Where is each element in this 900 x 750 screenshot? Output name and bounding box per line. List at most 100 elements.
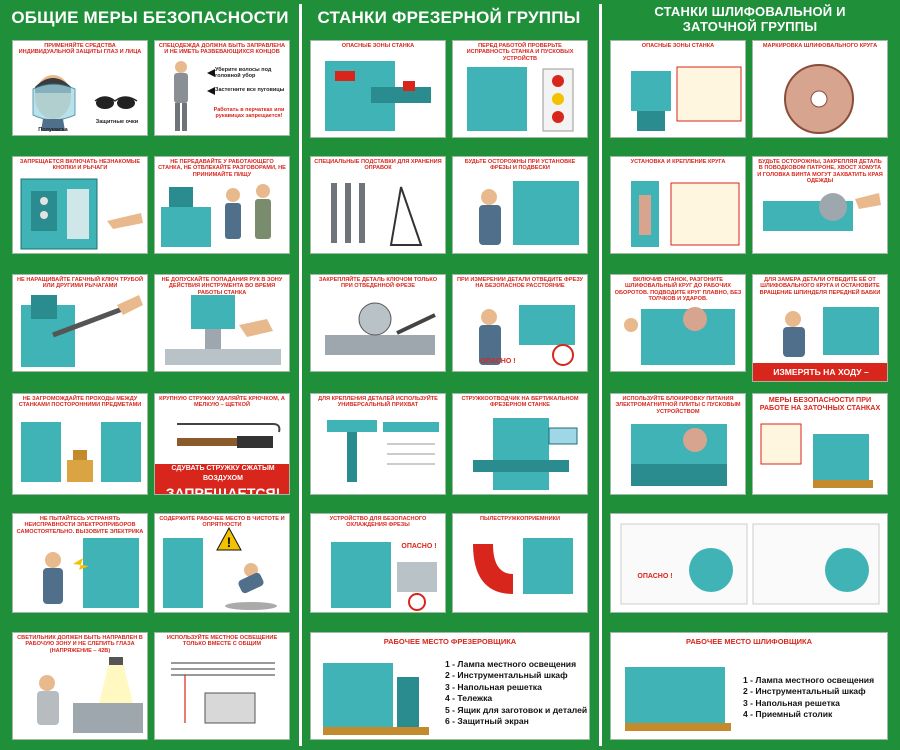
banner-line1: Сдувать стружку сжатым воздухом (171, 465, 275, 482)
label-goggles: Защитные очки (95, 119, 139, 125)
panel-milling-check-before-work: Перед работой проверьте исправность стан… (452, 40, 588, 138)
installing-cutter-illustration (479, 181, 579, 245)
panel-caption: Для крепления деталей используйте универ… (318, 396, 438, 409)
clamping-part-illustration (325, 302, 436, 355)
lathe-chuck-illustration (763, 193, 881, 231)
label-half-mask: Полумаска (38, 127, 68, 133)
panel-workwear: Спецодежда должна быть заправлена и не и… (154, 40, 290, 136)
note-buttons: Застегните все пуговицы (215, 87, 285, 93)
panel-hands-in-tool-zone: Не допускайте попадания рук в зону дейст… (154, 274, 290, 372)
legend-item: 1 - Лампа местного освещения (743, 675, 875, 685)
legend-item: 5 - Ящик для заготовок и деталей (445, 704, 588, 715)
panel-caption: Опасные зоны станка (641, 43, 715, 49)
panel-caption: Используйте местное освещение только вме… (166, 635, 278, 648)
title-milling-group: Станки фрезерной группы (317, 8, 581, 27)
tool-rest-gap-illustration (620, 523, 880, 605)
hook-and-brush-illustration (177, 423, 281, 448)
panel-install-cutter-carefully: Будьте осторожны при установке фрезы и п… (452, 156, 588, 254)
legend-item: 3 - Напольная решетка (743, 697, 840, 708)
cutter-hand-illustration (165, 295, 281, 365)
panel-caption: Будьте осторожны при установке фрезы и п… (464, 159, 576, 172)
banner-no-measuring-while-running: Измерять на ходу – опасно! (753, 363, 887, 381)
panel-local-lighting: Используйте местное освещение только вме… (154, 632, 290, 740)
cluttered-aisle-illustration (21, 422, 141, 482)
panel-caption: При измерении детали отведите фрезу на б… (457, 277, 583, 290)
panel-magnetic-plate-interlock: Используйте блокировку питания электрома… (610, 393, 746, 495)
panel-call-electrician: Не пытайтесь устранять неисправности эле… (12, 513, 148, 613)
title-grinding-group: Станки шлифовальной и заточной группы (606, 4, 894, 34)
panel-caption: Опасные зоны станка (341, 43, 415, 49)
grinding-wheel-illustration (784, 64, 854, 134)
panel-caption: Не передавайте у работающего станка, не … (158, 159, 286, 178)
panel-caption: Включив станок, разгоните шлифовальный к… (614, 277, 742, 303)
panel-grinding-workplace: Рабочее место шлифовщика 1 - Лампа местн… (610, 632, 888, 740)
electric-shock-illustration (43, 538, 139, 608)
panel-caption: Не наращивайте гаечный ключ трубой или д… (17, 277, 143, 290)
measuring-part-illustration (479, 305, 575, 366)
banner-line2: запрещается! (165, 485, 281, 495)
slipping-worker-illustration: ! (163, 526, 277, 610)
panel-sharpening-safety: Меры безопасности при работе на заточных… (752, 393, 888, 495)
panel-caption: Для замера детали отведите её от шлифова… (759, 277, 881, 296)
panel-caption: Устройство для безопасного охлаждения фр… (329, 516, 427, 529)
panel-driver-chuck-caution: Будьте осторожны, закрепляя деталь в пов… (752, 156, 888, 254)
measuring-at-grinder-illustration (783, 307, 879, 357)
arbor-stand-illustration (331, 183, 423, 246)
legend-item: 4 - Тележка (445, 693, 493, 704)
title-general-safety: Общие меры безопасности (11, 8, 289, 27)
wheel-mounting-illustration (631, 181, 740, 247)
panel-eye-protection: Применяйте средства индивидуальной защит… (12, 40, 148, 136)
panel-milling-workplace: Рабочее место фрезеровщика 1 - Лампа мес… (310, 632, 590, 740)
legend-item: 1 - Лампа местного освещения (445, 659, 577, 669)
panel-caption: Будьте осторожны, закрепляя деталь в пов… (757, 159, 883, 185)
lamp-worker-illustration (37, 657, 143, 733)
panel-caption: Закрепляйте деталь ключом только при отв… (318, 277, 438, 290)
panel-caption: Светильник должен быть направлен в рабоч… (17, 635, 143, 654)
milling-workplace-illustration (323, 663, 429, 735)
panel-safe-coolant-device: Устройство для безопасного охлаждения фр… (310, 513, 446, 613)
grinding-workplace-caption: Рабочее место шлифовщика (685, 637, 812, 646)
panel-clamp-with-retracted-cutter: Закрепляйте деталь ключом только при отв… (310, 274, 446, 372)
banner-compressed-air-forbidden: Сдувать стружку сжатым воздухом запрещае… (155, 464, 289, 495)
panel-caption: Крупную стружку удаляйте крючком, а мелк… (159, 396, 285, 409)
lighting-wiring-illustration (171, 662, 275, 724)
wrench-illustration (21, 295, 143, 367)
panel-clear-passages: Не загромождайте проходы между станками … (12, 393, 148, 495)
warning-danger: Опасно ! (401, 543, 437, 550)
panel-caption: Содержите рабочее место в чистоте и опря… (159, 516, 285, 529)
panel-chip-removal: Крупную стружку удаляйте крючком, а мелк… (154, 393, 290, 495)
panel-measure-stopped: Для замера детали отведите её от шлифова… (752, 274, 888, 382)
panel-caption: Специальные подставки для хранения оправ… (314, 159, 442, 172)
warning-danger: Опасно ! (637, 573, 673, 580)
vertical-mill-illustration (473, 418, 578, 490)
universal-clamp-illustration (327, 420, 439, 482)
panel-caption: Спецодежда должна быть заправлена и не и… (158, 43, 286, 56)
dust-collector-illustration (473, 538, 573, 594)
control-panel-illustration (20, 178, 143, 250)
talking-workers-illustration (161, 184, 271, 247)
panel-milling-danger-zones: Опасные зоны станка (310, 40, 446, 138)
panel-lamp-direction: Светильник должен быть направлен в рабоч… (12, 632, 148, 740)
grinding-machine-zones-illustration (631, 66, 742, 131)
machine-signal-lights-illustration (467, 67, 574, 132)
title-grinding-line1: Станки шлифовальной и (654, 4, 846, 19)
legend-item: 6 - Защитный экран (445, 716, 529, 727)
panel-caption: Не пытайтесь устранять неисправности эле… (16, 516, 144, 535)
column-divider-right (599, 4, 602, 746)
panel-caption: Используйте блокировку питания электрома… (615, 396, 741, 415)
grinding-workplace-illustration (625, 667, 731, 731)
panel-wrench-extension: Не наращивайте гаечный ключ трубой или д… (12, 274, 148, 372)
panel-dust-chip-collectors: Пылестружкоприемники (452, 513, 588, 613)
panel-spin-up-wheel: Включив станок, разгоните шлифовальный к… (610, 274, 746, 372)
legend-item: 3 - Напольная решетка (445, 681, 542, 692)
panel-universal-clamp: Для крепления деталей используйте универ… (310, 393, 446, 495)
note-gloves-forbidden: Работать в перчатках или рукавицах запре… (213, 107, 285, 120)
panel-clean-workplace: Содержите рабочее место в чистоте и опря… (154, 513, 290, 613)
surface-grinder-illustration (624, 307, 735, 365)
panel-caption: Применяйте средства индивидуальной защит… (18, 43, 142, 56)
panel-caption: Маркировка шлифовального круга (762, 43, 878, 49)
panel-wheel-marking: Маркировка шлифовального круга (752, 40, 888, 138)
worker-figure-illustration (174, 61, 215, 131)
panel-caption: Не загромождайте проходы между станками … (18, 396, 142, 409)
